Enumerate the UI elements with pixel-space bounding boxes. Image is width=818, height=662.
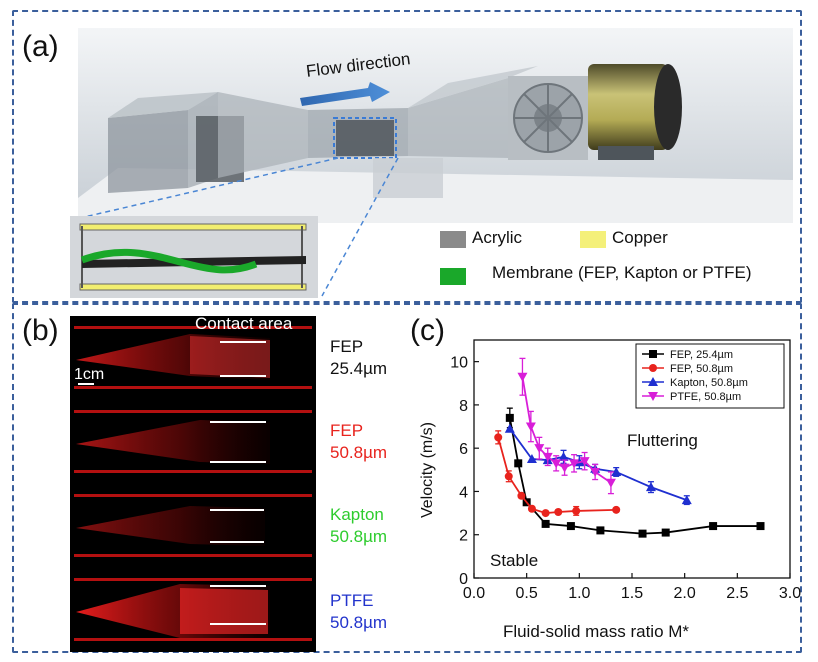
- data-point: [526, 454, 537, 463]
- data-point: [554, 508, 563, 517]
- data-point: [541, 509, 550, 518]
- strip-3-thickness: 50.8µm: [330, 527, 388, 546]
- data-point: [525, 422, 536, 432]
- data-point: [551, 459, 562, 469]
- x-axis-title: Fluid-solid mass ratio M*: [503, 622, 689, 641]
- test-section-inset: [70, 216, 318, 298]
- data-point: [534, 444, 545, 454]
- membrane-swatch: [440, 268, 466, 285]
- data-point: [572, 506, 581, 515]
- data-point: [559, 463, 570, 473]
- data-point: [517, 491, 526, 500]
- y-tick-label: 8: [459, 398, 468, 415]
- strip-label-1: FEP 25.4µm: [330, 336, 387, 380]
- zoom-lines: [79, 157, 399, 297]
- data-point: [527, 504, 536, 513]
- copper-label: Copper: [612, 228, 668, 247]
- legend-label: FEP, 50.8µm: [670, 363, 733, 375]
- y-tick-label: 10: [450, 355, 468, 372]
- strip-4-material: PTFE: [330, 591, 374, 610]
- strip-label-3: Kapton 50.8µm: [330, 504, 387, 548]
- fluttering-label: Fluttering: [627, 431, 698, 450]
- series-0: [505, 407, 765, 538]
- legend-label: Kapton, 50.8µm: [670, 377, 748, 389]
- data-point: [569, 459, 580, 469]
- velocity-chart: 0.0 0.5 1.0 1.5 2.0 2.5 3.0 0 2 4 6 8 10 FEP, 25.4µ…: [419, 339, 801, 641]
- strip-2-material: FEP: [330, 421, 364, 440]
- series-3: [517, 357, 616, 495]
- panel-c-letter: (c): [410, 314, 445, 347]
- legend-marker: [649, 350, 657, 358]
- scale-bar-label: 1cm: [74, 366, 105, 383]
- data-point: [517, 372, 528, 382]
- y-tick-label: 0: [459, 571, 468, 588]
- data-point: [681, 495, 692, 505]
- copper-swatch: [580, 231, 606, 248]
- contact-area-label: Contact area: [195, 314, 293, 333]
- x-tick-label: 2.5: [726, 585, 748, 602]
- data-point: [505, 413, 514, 422]
- series-1: [494, 430, 621, 518]
- panel-bc-frame: [12, 303, 802, 653]
- x-tick-label: 1.0: [568, 585, 590, 602]
- strip-label-4: PTFE 50.8µm: [330, 590, 387, 634]
- legend-marker: [648, 392, 658, 401]
- data-point: [504, 423, 515, 433]
- stable-label: Stable: [490, 551, 538, 570]
- y-tick-label: 2: [459, 528, 468, 545]
- panel-a-letter: (a): [22, 30, 59, 63]
- x-tick-label: 2.0: [674, 585, 696, 602]
- series-line: [508, 417, 761, 535]
- membrane-strip-ptfe-50: [70, 568, 316, 652]
- x-tick-label: 0.0: [463, 585, 485, 602]
- strip-4-thickness: 50.8µm: [330, 613, 388, 632]
- data-point: [590, 467, 601, 477]
- membrane-label: Membrane (FEP, Kapton or PTFE): [492, 263, 752, 282]
- strip-1-thickness: 25.4µm: [330, 359, 388, 378]
- data-point: [612, 505, 621, 514]
- data-point: [596, 526, 605, 535]
- membrane-strip-fep-50: [70, 400, 316, 484]
- data-point: [611, 466, 622, 476]
- strip-3-material: Kapton: [330, 505, 384, 524]
- membrane-strip-kapton-50: [70, 484, 316, 568]
- acrylic-label: Acrylic: [472, 228, 523, 247]
- data-point: [514, 459, 523, 468]
- strip-label-2: FEP 50.8µm: [330, 420, 387, 464]
- y-tick-label: 4: [459, 484, 468, 501]
- data-point: [645, 482, 656, 492]
- strip-1-material: FEP: [330, 337, 364, 356]
- legend-label: PTFE, 50.8µm: [670, 391, 741, 403]
- x-tick-label: 3.0: [779, 585, 801, 602]
- legend-label: FEP, 25.4µm: [670, 349, 733, 361]
- data-point: [558, 451, 569, 461]
- data-point: [542, 452, 553, 462]
- data-point: [756, 522, 765, 531]
- x-tick-label: 0.5: [516, 585, 538, 602]
- data-point: [605, 478, 616, 488]
- legend-marker: [649, 364, 657, 372]
- data-point: [579, 457, 590, 467]
- data-point: [566, 522, 575, 531]
- membrane-strip-fep-25: [70, 316, 316, 400]
- data-point: [541, 519, 550, 528]
- strip-2-thickness: 50.8µm: [330, 443, 388, 462]
- data-point: [494, 433, 503, 442]
- y-axis-title: Velocity (m/s): [419, 422, 436, 518]
- data-point: [638, 529, 647, 538]
- series-line: [521, 376, 612, 484]
- data-point: [709, 522, 718, 531]
- data-point: [661, 528, 670, 537]
- panel-a-frame: [12, 10, 802, 303]
- x-tick-label: 1.5: [621, 585, 643, 602]
- data-point: [504, 472, 513, 481]
- y-tick-label: 6: [459, 441, 468, 458]
- legend-marker: [648, 377, 658, 386]
- acrylic-swatch: [440, 231, 466, 248]
- panel-b-letter: (b): [22, 314, 59, 347]
